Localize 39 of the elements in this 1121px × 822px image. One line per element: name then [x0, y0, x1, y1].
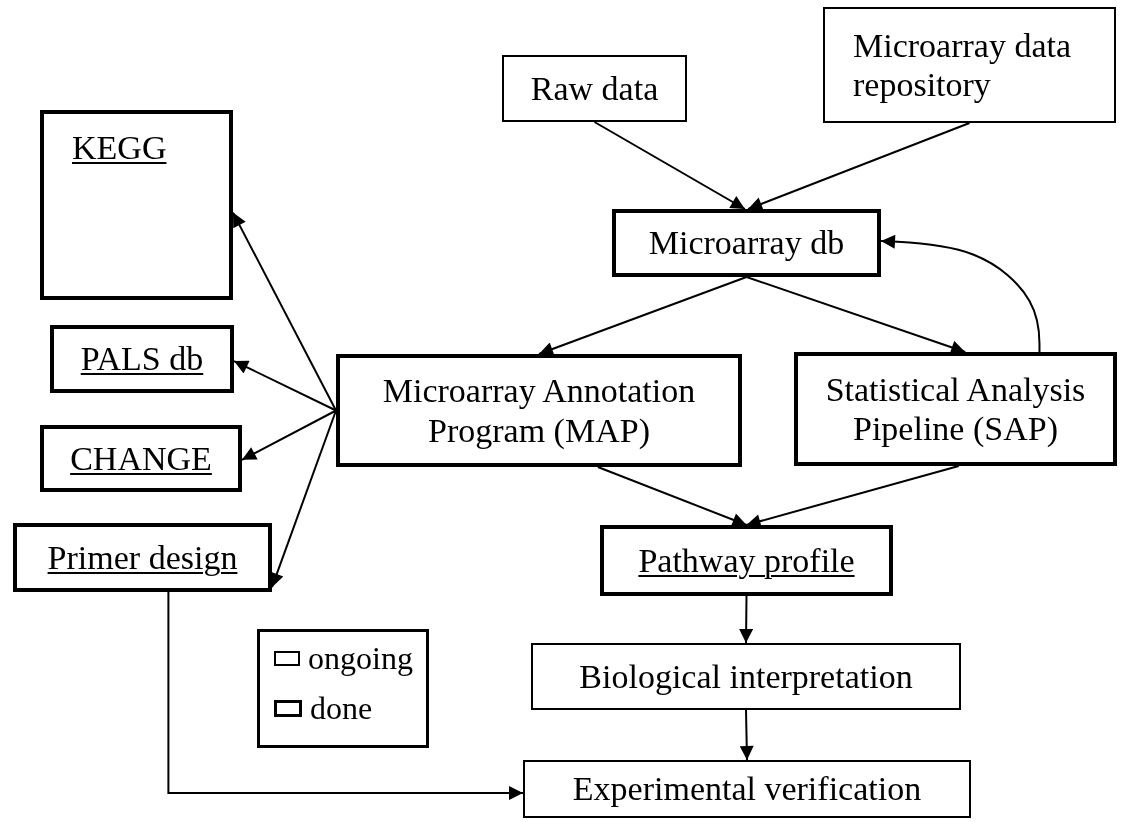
arrow	[593, 121, 746, 210]
box-label: Microarray data repository	[853, 25, 1073, 105]
link-text: CHANGE	[70, 438, 212, 479]
box-label: Statistical Analysis Pipeline (SAP)	[824, 369, 1087, 449]
process-box	[531, 643, 961, 710]
process-box	[502, 55, 687, 122]
box-label: Microarray Annotation Program (MAP)	[381, 371, 697, 450]
arrow	[596, 466, 748, 527]
legend-label: ongoing	[308, 640, 413, 677]
box-label: Biological interpretation	[579, 656, 913, 697]
process-box	[523, 760, 971, 818]
process-box	[823, 7, 1116, 123]
link-text: Primer design	[47, 537, 238, 578]
arrow	[233, 360, 337, 412]
process-box	[600, 525, 893, 596]
legend-label: done	[310, 690, 373, 727]
arrow	[880, 234, 1041, 353]
box-label: Microarray db	[648, 223, 845, 263]
process-box	[13, 523, 272, 592]
link-text: Pathway profile	[638, 540, 855, 581]
link-text: KEGG	[72, 128, 167, 168]
arrow	[745, 465, 960, 528]
arrow	[538, 276, 748, 356]
process-box	[336, 354, 742, 467]
arrow	[739, 595, 754, 644]
arrow	[241, 409, 337, 461]
process-box	[612, 209, 881, 277]
box-label: Raw data	[530, 68, 659, 109]
process-box	[794, 352, 1117, 466]
arrow	[232, 211, 337, 412]
box-label: Experimental verification	[572, 769, 922, 809]
process-box	[40, 110, 233, 300]
process-box	[40, 425, 242, 492]
arrow	[167, 591, 524, 801]
arrow	[747, 122, 971, 211]
link-text: PALS db	[80, 339, 204, 379]
arrow	[739, 709, 754, 761]
process-box	[50, 325, 234, 393]
arrow	[745, 276, 967, 355]
